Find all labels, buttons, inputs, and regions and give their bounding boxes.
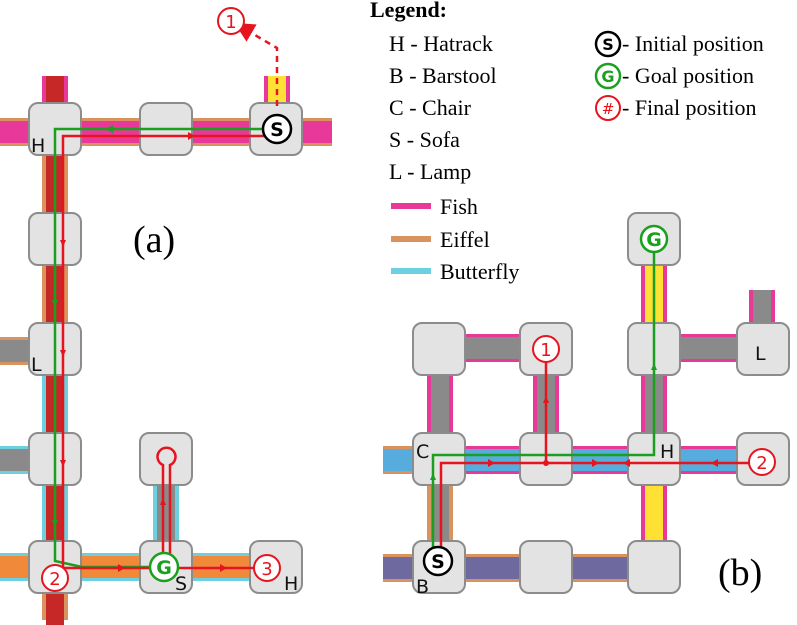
legend-texture-label: Eiffel bbox=[440, 227, 490, 252]
goal-marker: G bbox=[646, 229, 662, 251]
arrow-head bbox=[430, 473, 436, 480]
landmark-label: S bbox=[175, 573, 187, 595]
landmark-label: H bbox=[31, 135, 45, 157]
expert-path bbox=[431, 250, 656, 556]
final-marker-circle bbox=[253, 554, 281, 582]
panel-label: (a) bbox=[133, 219, 175, 261]
panel-label: (b) bbox=[718, 552, 762, 594]
corridor-mid-gray bbox=[0, 449, 30, 471]
final-marker: 3 bbox=[261, 559, 272, 580]
legend-landmark-item: B - Barstool bbox=[389, 63, 497, 88]
legend-markers: S - Initial position G - Goal position #… bbox=[594, 30, 764, 121]
goal-marker: G bbox=[156, 557, 172, 579]
corridor-gray bbox=[753, 290, 771, 326]
arrow-head bbox=[160, 498, 166, 505]
agent-loop-path bbox=[156, 446, 177, 568]
legend-landmarks: H - Hatrack B - Barstool C - Chair S - S… bbox=[389, 31, 497, 184]
start-marker-circle bbox=[422, 545, 454, 577]
arrow-head bbox=[106, 125, 113, 133]
legend-landmark-item: H - Hatrack bbox=[389, 31, 493, 56]
node-lamp bbox=[736, 322, 790, 376]
landmark-label: H bbox=[284, 573, 298, 595]
arrow-head bbox=[623, 459, 630, 467]
arrow-head bbox=[60, 460, 66, 467]
landmark-label: L bbox=[755, 343, 766, 365]
arrow-head bbox=[543, 396, 549, 403]
start-marker: S bbox=[270, 119, 284, 141]
corridor-yellow bbox=[645, 485, 663, 545]
agent-path bbox=[439, 461, 760, 556]
legend-texture-label: Fish bbox=[440, 194, 478, 219]
legend-final-icon bbox=[595, 95, 621, 121]
legend-texture-label: Butterfly bbox=[440, 259, 519, 284]
final-marker-circle bbox=[217, 7, 245, 35]
final-marker: 1 bbox=[540, 340, 551, 361]
arrow-head bbox=[651, 363, 657, 370]
final-marker: 2 bbox=[756, 453, 767, 474]
arrow-head bbox=[60, 350, 66, 357]
legend-landmark-item: S - Sofa bbox=[389, 127, 460, 152]
agent-dashed-path bbox=[234, 22, 279, 106]
legend-marker-label: - Initial position bbox=[622, 31, 764, 56]
final-marker-circle bbox=[748, 448, 776, 476]
corridor-gray bbox=[680, 337, 738, 359]
corridor-lamp-gray bbox=[0, 340, 30, 362]
legend-swatch-eiffel bbox=[391, 236, 431, 242]
arrow-head bbox=[711, 459, 718, 467]
landmark-label: B bbox=[416, 576, 429, 598]
arrow-head bbox=[60, 240, 66, 247]
node bbox=[519, 540, 573, 594]
legend-swatch-butterfly bbox=[391, 268, 431, 274]
legend: Legend: H - Hatrack B - Barstool C - Cha… bbox=[370, 0, 764, 284]
corridor-gray bbox=[431, 375, 449, 435]
panel-a: H L S H S G 1 2 3 (a) bbox=[0, 7, 332, 625]
node-chair bbox=[412, 432, 466, 486]
landmark-label: L bbox=[31, 354, 42, 376]
final-marker-circle bbox=[532, 335, 560, 363]
node bbox=[412, 322, 466, 376]
final-marker: 2 bbox=[49, 569, 60, 590]
legend-goal-glyph: G bbox=[601, 67, 614, 86]
arrow-head bbox=[188, 132, 195, 140]
node bbox=[627, 540, 681, 594]
junction-dot bbox=[543, 460, 549, 466]
legend-landmark-item: L - Lamp bbox=[389, 159, 471, 184]
legend-start-glyph: S bbox=[602, 35, 614, 54]
legend-landmark-item: C - Chair bbox=[389, 95, 472, 120]
legend-marker-label: - Final position bbox=[622, 95, 756, 120]
legend-swatch-fish bbox=[391, 203, 431, 209]
arrow-head bbox=[220, 564, 227, 572]
landmark-label: H bbox=[660, 441, 674, 463]
landmark-label: C bbox=[416, 441, 429, 463]
panel-b: C B H L S G 1 2 (b) bbox=[383, 212, 790, 598]
legend-marker-label: - Goal position bbox=[622, 63, 754, 88]
arrow-head bbox=[488, 459, 495, 467]
arrow-head bbox=[118, 564, 125, 572]
legend-goal-icon bbox=[594, 62, 622, 90]
goal-marker-circle bbox=[639, 224, 669, 254]
legend-title: Legend: bbox=[370, 0, 447, 22]
final-marker-circle bbox=[41, 564, 69, 592]
goal-marker-circle bbox=[148, 551, 180, 583]
start-marker: S bbox=[431, 551, 445, 573]
arrow-head bbox=[592, 459, 599, 467]
node bbox=[139, 432, 193, 486]
legend-textures: Fish Eiffel Butterfly bbox=[391, 194, 519, 284]
start-marker-circle bbox=[261, 113, 293, 145]
arrow-head bbox=[52, 520, 58, 527]
legend-start-icon bbox=[594, 30, 622, 58]
final-marker: 1 bbox=[225, 12, 236, 33]
corridor-gray bbox=[465, 337, 525, 359]
legend-final-glyph: # bbox=[602, 100, 615, 118]
arrow-head bbox=[52, 300, 58, 307]
